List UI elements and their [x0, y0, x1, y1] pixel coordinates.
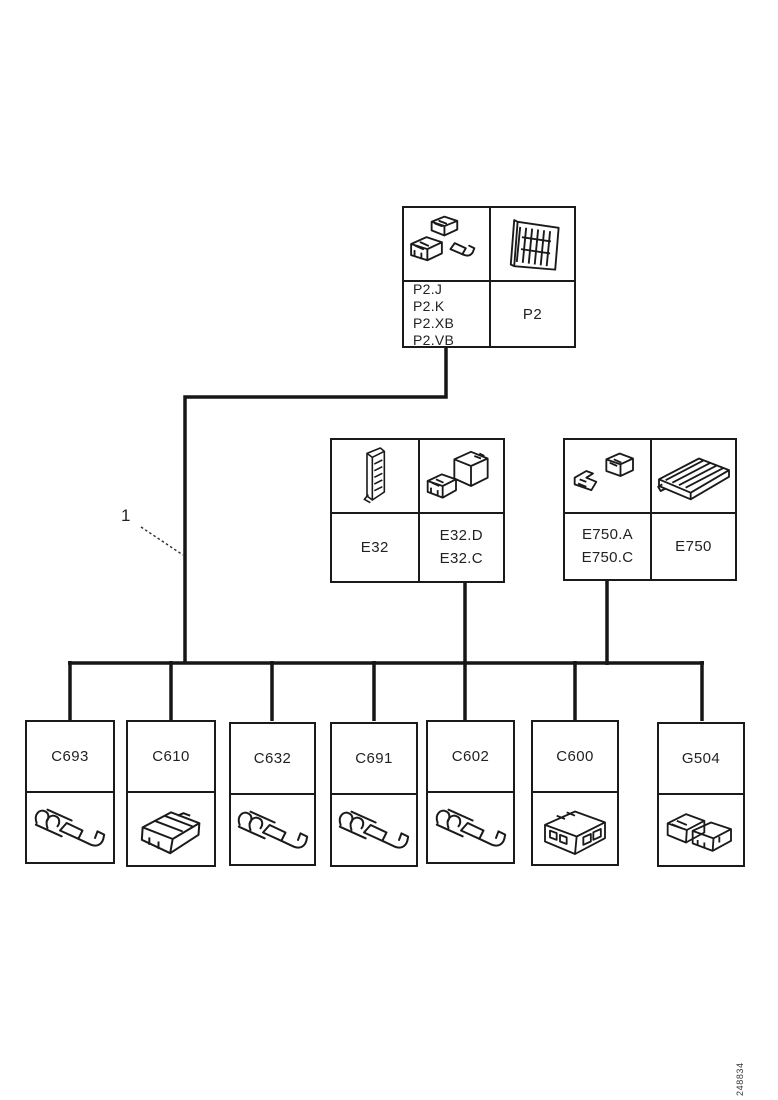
callout-1-label: 1 [121, 506, 131, 525]
connector-id-e750: E750 [675, 538, 712, 555]
e750-variant-labels: E750.A E750.C [582, 524, 634, 569]
connector-id-e32: E32 [360, 539, 389, 556]
connector-id: E32.D [439, 527, 483, 544]
callout-leader-line [140, 526, 184, 556]
connector-id-p2: P2 [522, 305, 543, 323]
connector-id-c693: C693 [51, 748, 89, 765]
branch-box-g504: G504 [657, 722, 745, 867]
c632-terminal-image [237, 810, 308, 849]
connector-group-e32: E32 E32.D E32.C [330, 438, 505, 583]
branch-box-c691: C691 [330, 722, 418, 867]
connector-id: E32.C [439, 550, 483, 567]
connector-id: E750.A [581, 526, 633, 543]
connector-id-c632: C632 [253, 750, 292, 767]
c610-housing-image [140, 811, 201, 855]
connector-id-c600: C600 [556, 748, 594, 765]
connector-id: P2.VB [413, 331, 455, 347]
connector-id-c602: C602 [451, 748, 490, 765]
p2-variant-labels: P2.J P2.K P2.XB P2.VB [404, 280, 489, 347]
g504-connector-cluster-image [666, 813, 732, 852]
control-module-image [656, 457, 730, 501]
figure-number: 248834 [735, 1062, 745, 1096]
connector-id: E750.C [581, 549, 634, 566]
connector-id: P2.K [413, 297, 445, 314]
connector-id-g504: G504 [681, 750, 721, 767]
e32-variant-labels: E32.D E32.C [440, 525, 483, 570]
c600-cavity-connector-image [544, 810, 606, 855]
branch-box-c602: C602 [426, 720, 515, 864]
c693-terminal-image [34, 808, 106, 847]
connector-id-c610: C610 [152, 748, 190, 765]
connector-id: P2.XB [413, 314, 455, 331]
connector-id: P2.J [413, 280, 443, 297]
connector-pair-image [426, 450, 489, 499]
branch-box-c600: C600 [531, 720, 619, 866]
connector-group-p2: P2.J P2.K P2.XB P2.VB P2 [402, 206, 576, 348]
connector-id-c691: C691 [355, 750, 393, 767]
c691-terminal-image [338, 810, 410, 849]
branch-box-c693: C693 [25, 720, 115, 864]
small-connector-set-image [409, 215, 475, 262]
connector-group-e750: E750.A E750.C E750 [563, 438, 737, 581]
branch-box-c632: C632 [229, 722, 316, 866]
multi-pin-connector-image [509, 219, 560, 271]
tall-connector-image [363, 447, 385, 504]
c602-terminal-image [435, 808, 506, 847]
bracket-and-connector-image [573, 452, 634, 492]
branch-box-c610: C610 [126, 720, 216, 867]
